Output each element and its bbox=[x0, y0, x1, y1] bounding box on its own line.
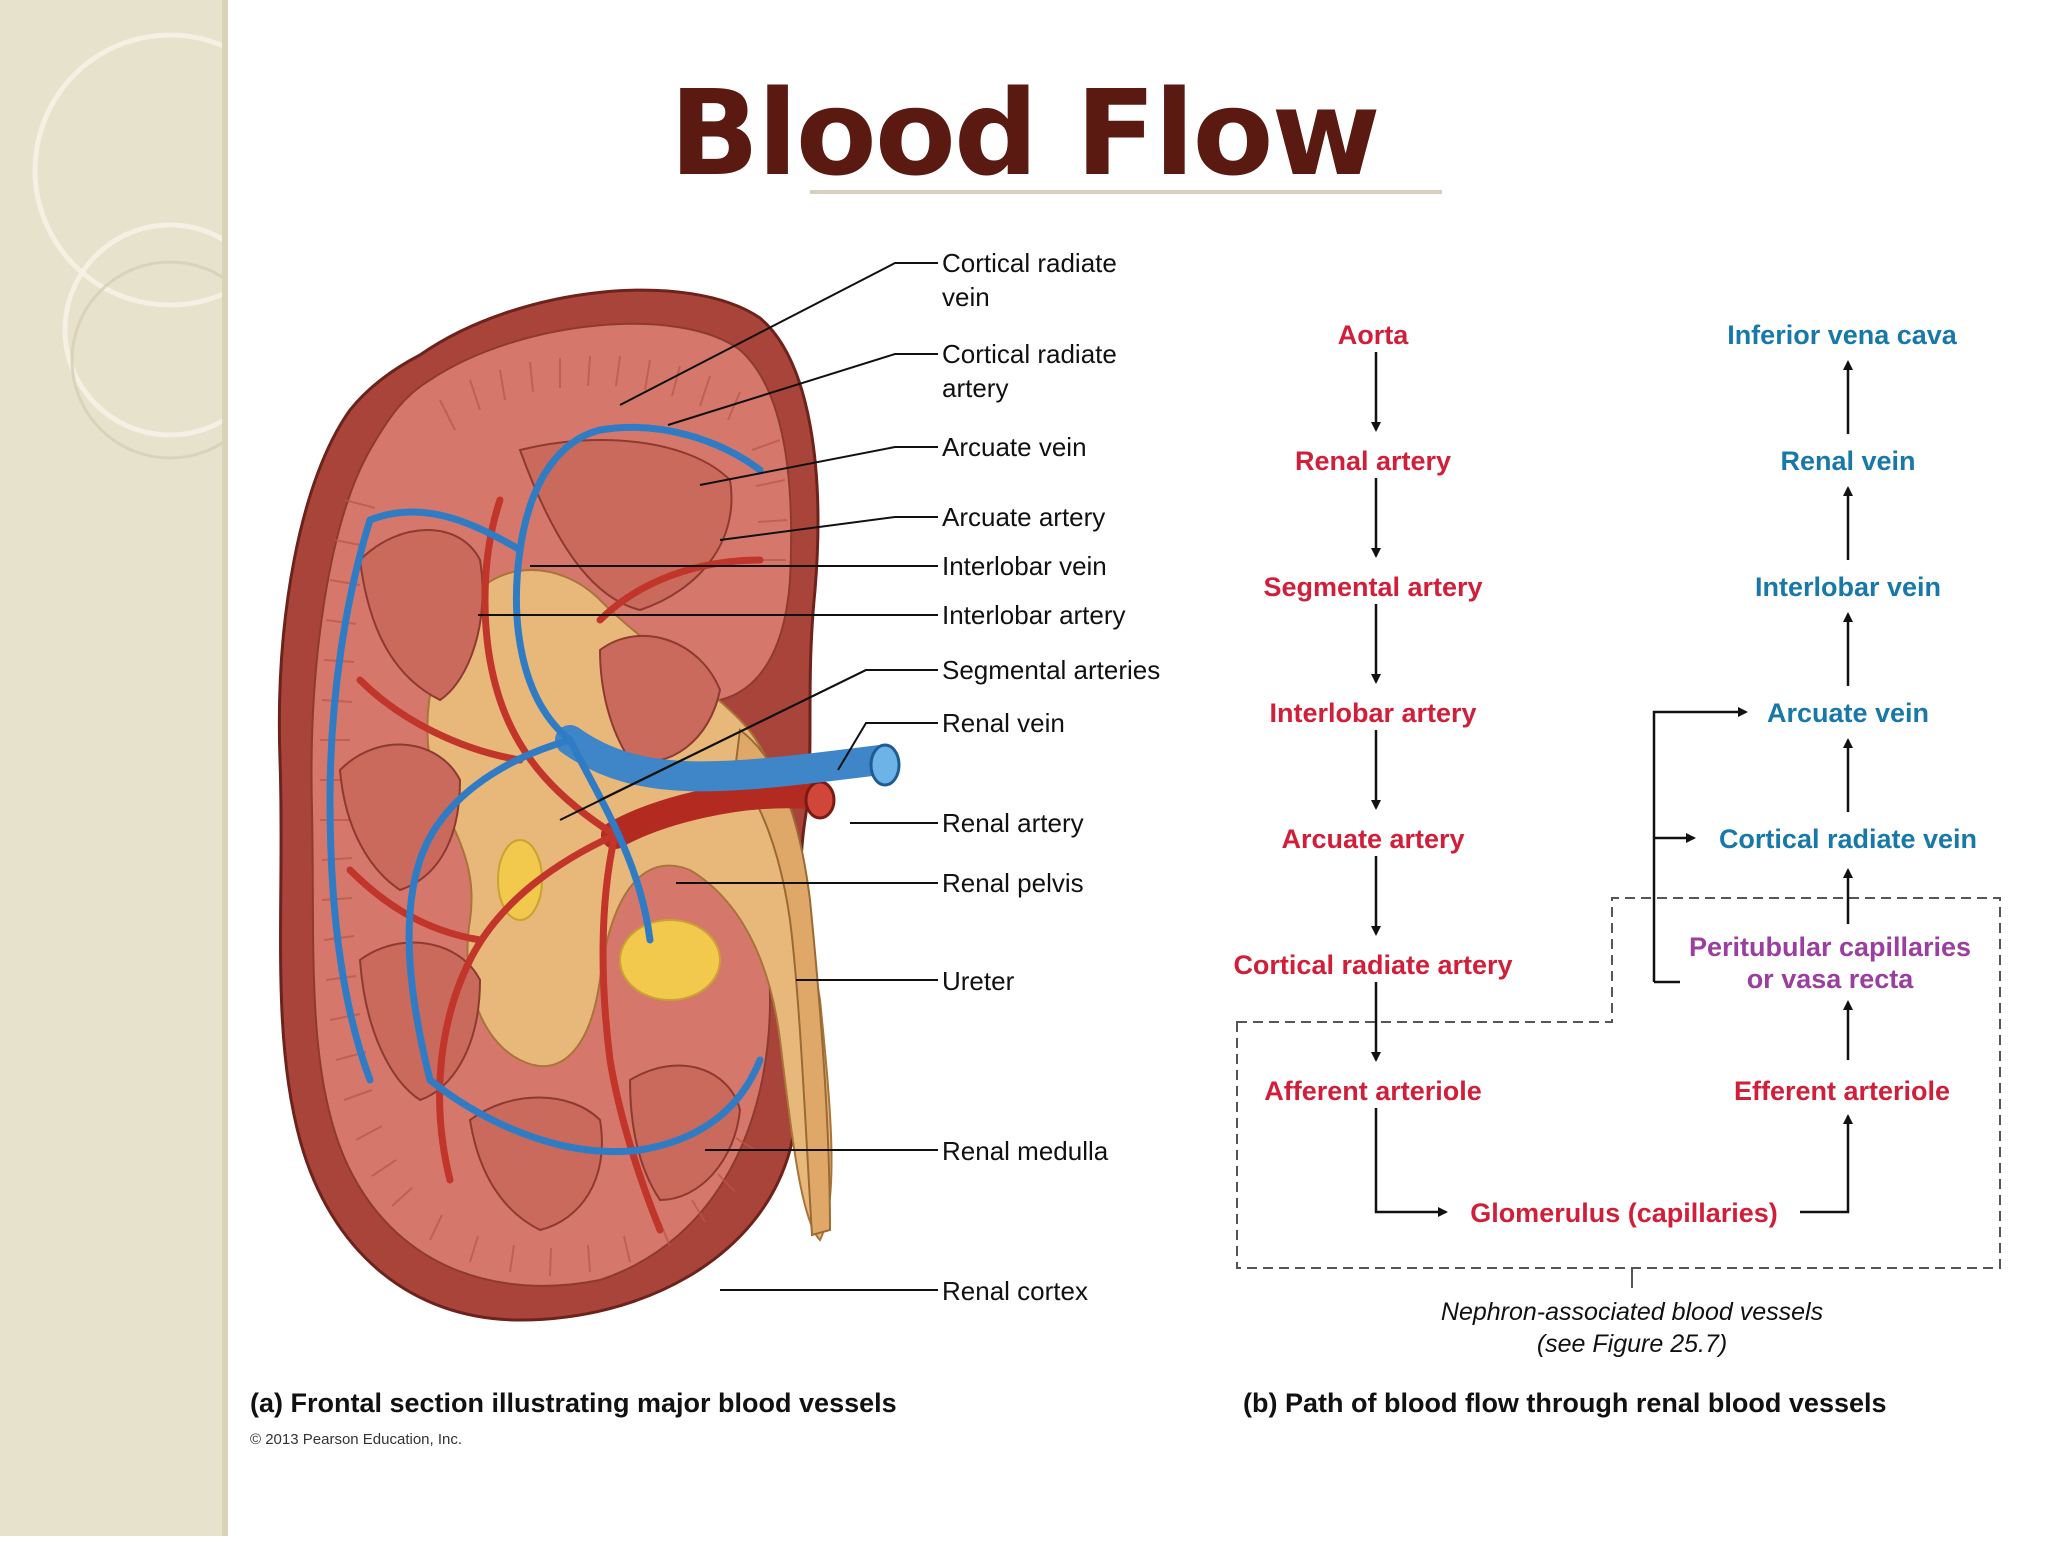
nephron-note-line2: (see Figure 25.7) bbox=[1537, 1330, 1727, 1358]
renal-vein-opening bbox=[869, 743, 901, 787]
arterial-step-label: Interlobar artery bbox=[1269, 698, 1476, 728]
venous-step-label: Arcuate vein bbox=[1767, 698, 1929, 728]
kidney-label: Renal vein bbox=[942, 708, 1065, 738]
kidney-label: Segmental arteries bbox=[942, 655, 1160, 685]
glomerulus-label: Glomerulus (capillaries) bbox=[1470, 1198, 1778, 1228]
arterial-step-label: Cortical radiate artery bbox=[1233, 950, 1512, 980]
renal-pyramids bbox=[338, 439, 742, 1232]
vasa-recta-label: or vasa recta bbox=[1747, 964, 1915, 994]
arterial-step-label: Afferent arteriole bbox=[1264, 1076, 1482, 1106]
renal-pelvis-area bbox=[426, 569, 833, 1242]
arterial-step-label: Segmental artery bbox=[1263, 572, 1482, 602]
kidney-label: Arcuate artery bbox=[942, 502, 1105, 532]
kidney-label: Renal medulla bbox=[942, 1136, 1109, 1166]
venous-path: Cortical radiate vein Arcuate vein Interlo… bbox=[1719, 320, 1977, 854]
panel-a-caption: (a) Frontal section illustrating major b… bbox=[250, 1388, 897, 1418]
venous-step-label: Renal vein bbox=[1780, 446, 1915, 476]
peritubular-capillaries-label: Peritubular capillaries bbox=[1689, 932, 1971, 962]
kidney-label: Renal cortex bbox=[942, 1276, 1088, 1306]
efferent-arteriole-label: Efferent arteriole bbox=[1734, 1076, 1950, 1106]
panel-b-caption: (b) Path of blood flow through renal blo… bbox=[1243, 1388, 1887, 1418]
copyright-notice: © 2013 Pearson Education, Inc. bbox=[250, 1431, 462, 1448]
venous-step-label: Interlobar vein bbox=[1755, 572, 1941, 602]
venous-step-label: Inferior vena cava bbox=[1727, 320, 1958, 350]
leader-lines bbox=[478, 262, 938, 1291]
arterial-step-label: Aorta bbox=[1338, 320, 1409, 350]
ureter bbox=[733, 728, 832, 1237]
title-underline bbox=[810, 190, 1442, 194]
fat-tissue bbox=[619, 919, 721, 1001]
kidney-label: Ureter bbox=[942, 966, 1015, 996]
kidney-label: Interlobar vein bbox=[942, 551, 1107, 581]
kidney-label: Cortical radiate bbox=[942, 339, 1117, 369]
nephron-note-line1: Nephron-associated blood vessels bbox=[1441, 1298, 1823, 1326]
arterial-step-label: Arcuate artery bbox=[1281, 824, 1464, 854]
nephron-boundary bbox=[1236, 897, 2001, 1269]
kidney-label: Interlobar artery bbox=[942, 600, 1126, 630]
arterial-step-label: Renal artery bbox=[1295, 446, 1451, 476]
kidney-label: Renal pelvis bbox=[942, 868, 1084, 898]
flow-arrows bbox=[1371, 352, 1853, 1217]
kidney-label: Arcuate vein bbox=[942, 432, 1087, 462]
venous-step-label: Cortical radiate vein bbox=[1719, 824, 1977, 854]
decorative-sidebar bbox=[0, 0, 308, 1536]
kidney-label: Renal artery bbox=[942, 808, 1084, 838]
venous-branches bbox=[326, 423, 764, 1156]
kidney-label: artery bbox=[942, 373, 1008, 403]
renal-artery-vessel bbox=[601, 780, 824, 849]
kidney-label: vein bbox=[942, 282, 990, 312]
slide-title: Blood Flow bbox=[669, 64, 1380, 202]
kidney-illustration bbox=[277, 288, 901, 1322]
arterial-branches bbox=[346, 496, 764, 1234]
renal-artery-opening bbox=[804, 780, 836, 820]
kidney-label: Cortical radiate bbox=[942, 248, 1117, 278]
renal-vein-vessel bbox=[555, 725, 895, 792]
sidebar-edge bbox=[222, 0, 228, 1536]
